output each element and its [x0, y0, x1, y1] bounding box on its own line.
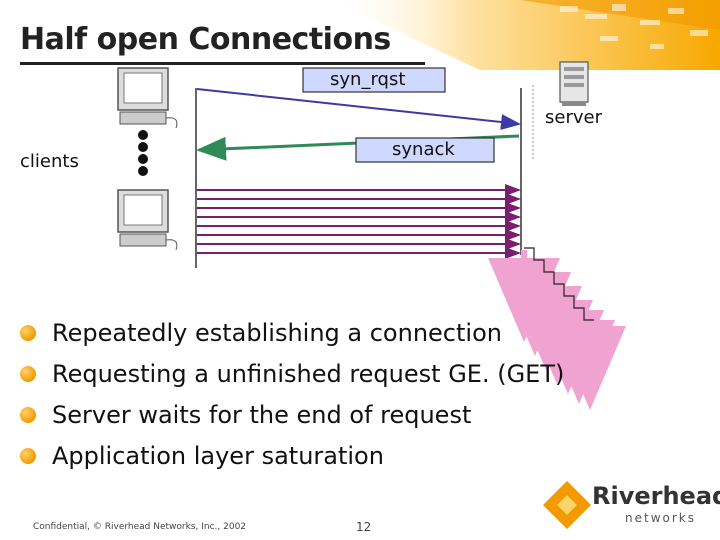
bullet-item: Server waits for the end of request: [20, 396, 564, 437]
page-number: 12: [356, 520, 372, 534]
syn-rqst-box: [302, 67, 446, 93]
riverhead-logo: Riverhead networks: [540, 478, 720, 540]
pending-arrows: [488, 250, 626, 410]
bullet-item: Application layer saturation: [20, 437, 564, 478]
bullet-item: Requesting a unfinished request GE. (GET…: [20, 355, 564, 396]
bullet-icon: [20, 448, 36, 464]
bullet-icon: [20, 325, 36, 341]
page-title: Half open Connections: [20, 22, 391, 57]
flood-arrows: [197, 184, 521, 259]
logo-tagline: networks: [625, 511, 696, 525]
header-decoration: [330, 0, 720, 70]
timeout-steps: [524, 247, 594, 321]
syn-arrow: [196, 88, 521, 131]
computer-icon: [117, 67, 178, 129]
syn-rqst-label: syn_rqst: [330, 69, 406, 90]
server-label: server: [545, 107, 602, 128]
riverhead-logo-icon: [542, 480, 592, 530]
ellipsis-dots-icon: [138, 130, 148, 176]
clients-label: clients: [20, 151, 79, 172]
synack-label: synack: [392, 139, 455, 160]
synack-box: [355, 137, 495, 163]
computer-icon: [117, 189, 178, 251]
bullet-icon: [20, 407, 36, 423]
logo-name: Riverhead: [592, 482, 720, 510]
title-underline: [20, 62, 425, 65]
bullet-list: Repeatedly establishing a connection Req…: [20, 314, 564, 478]
bullet-icon: [20, 366, 36, 382]
footer-confidential: Confidential, © Riverhead Networks, Inc.…: [33, 522, 247, 532]
server-icon: [559, 61, 589, 106]
bullet-item: Repeatedly establishing a connection: [20, 314, 564, 355]
